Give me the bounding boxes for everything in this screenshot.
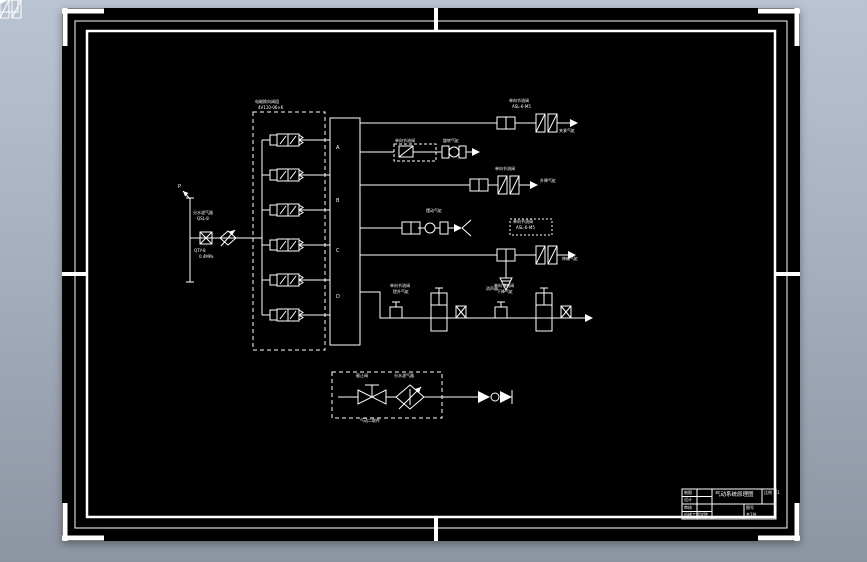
manifold-port-1: A [336,145,340,151]
two-position-valve-symbol [0,0,19,13]
branch5-tag: 伸缩气缸 [562,256,578,261]
flow-arrow [0,0,8,4]
branch3-tag: 升降气缸 [540,178,556,183]
feed-arrow-label: P [178,184,182,190]
branch2-label: 单向节流阀 [395,138,415,143]
valve-bank-title-1: 电磁换向阀组 [255,99,279,104]
title-block-qty: 共1张 [746,512,757,517]
branch6-left-label-1: 单向节流阀 [390,283,410,288]
airprep-caption: 气动二联件 [360,418,380,423]
muffler-label: 消声器 [486,286,498,291]
title-block-design: 设计 [684,497,692,502]
title-block-scale: 比例 1:1 [764,490,780,495]
branch6-left-label-2: 提升气缸 [393,289,409,294]
manifold-port-4: D [336,294,340,300]
branch4-label: 摆动气缸 [426,208,442,213]
manifold-port-3: C [336,248,340,254]
title-block-check: 审核 [684,504,692,510]
flow-control-pair-symbol [0,0,22,19]
branch1-tag: 夹紧气缸 [559,128,575,133]
title-block-school: 机械工程学院 [684,512,708,517]
branch3-label: 单向节流阀 [495,166,515,171]
branch5-label-2: ASL-6-M5 [516,225,535,230]
branch5-label-1: 单向节流阀 [513,219,533,224]
feed-regulator-code: QTY-8 [194,248,206,253]
branch1-label-1: 单向节流阀 [509,98,529,103]
airprep-label-1: 截止阀 [356,373,368,378]
feed-filter-label: 分水滤气器 [193,210,213,215]
title-block-title: 气动系统原理图 [715,492,754,498]
branch6-right-label-2: 下降气缸 [497,289,513,294]
branch2-tag: 旋转气缸 [443,138,459,143]
branch6-right-label-1: 单向节流阀 [494,283,514,288]
branch1-label-2: ASL-6-M5 [512,104,531,109]
title-block-draw: 制图 [684,489,692,495]
manifold-port-2: B [336,198,340,204]
drawing-sheet [62,8,800,541]
airprep-label-2: 分水滤气器 [394,373,414,378]
feed-pressure-label: 0.4MPa [199,254,214,259]
feed-filter-code: QSL-8 [197,216,209,221]
valve-bank-title-2: 4V110-06×6 [258,105,284,110]
title-block-number: 图号 [746,505,754,510]
